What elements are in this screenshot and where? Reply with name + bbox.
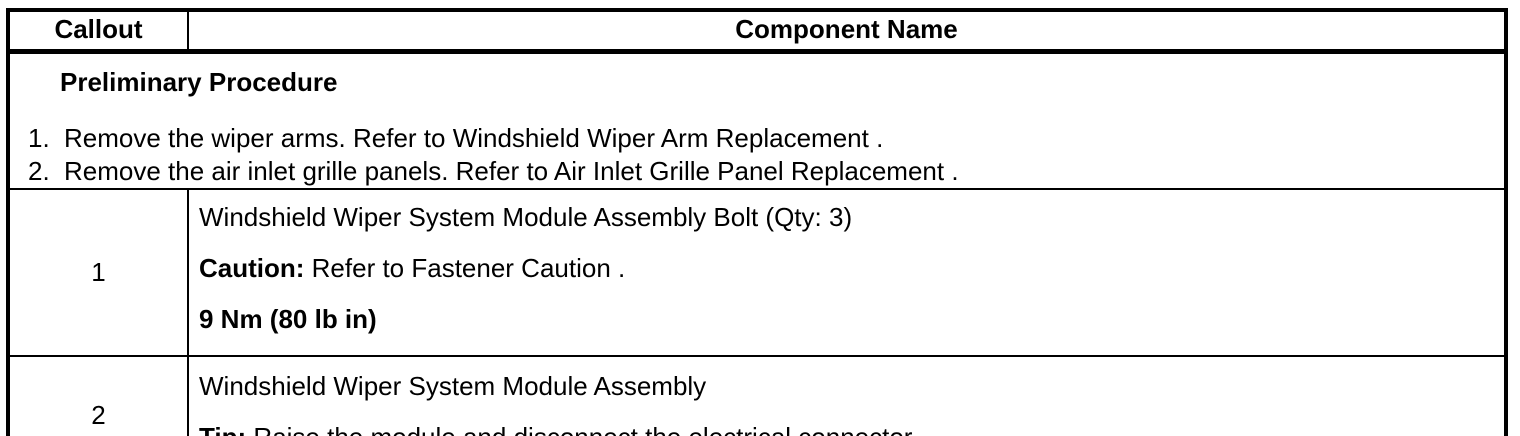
component-callout-table: Callout Component Name Preliminary Proce… bbox=[6, 8, 1508, 436]
torque-spec: 9 Nm (80 lb in) bbox=[199, 304, 377, 334]
tip-label: Tip: bbox=[199, 422, 246, 436]
step-text: Remove the air inlet grille panels. Refe… bbox=[64, 156, 959, 186]
callout-number: 1 bbox=[8, 189, 189, 357]
component-name: Windshield Wiper System Module Assembly bbox=[199, 371, 707, 401]
caution-label: Caution: bbox=[199, 253, 305, 283]
caution-text: Refer to Fastener Caution . bbox=[304, 253, 626, 283]
column-header-component-name: Component Name bbox=[188, 10, 1506, 54]
column-header-callout: Callout bbox=[8, 10, 189, 54]
component-name: Windshield Wiper System Module Assembly … bbox=[199, 202, 853, 232]
table-row-callout-1: 1 Windshield Wiper System Module Assembl… bbox=[8, 189, 1506, 357]
step-text: Remove the wiper arms. Refer to Windshie… bbox=[64, 123, 884, 153]
component-cell: Windshield Wiper System Module Assembly … bbox=[188, 189, 1506, 357]
tip-text: Raise the module and disconnect the elec… bbox=[246, 422, 918, 436]
caution-note: Caution: Refer to Fastener Caution . bbox=[199, 253, 1494, 283]
preliminary-step-2: 2. Remove the air inlet grille panels. R… bbox=[10, 155, 1504, 188]
preliminary-procedure-cell: Preliminary Procedure 1. Remove the wipe… bbox=[8, 51, 1506, 190]
component-cell: Windshield Wiper System Module Assembly … bbox=[188, 356, 1506, 436]
preliminary-step-1: 1. Remove the wiper arms. Refer to Winds… bbox=[10, 122, 1504, 155]
preliminary-procedure-row: Preliminary Procedure 1. Remove the wipe… bbox=[8, 51, 1506, 190]
callout-number: 2 bbox=[8, 356, 189, 436]
table-header-row: Callout Component Name bbox=[8, 10, 1506, 54]
tip-note: Tip: Raise the module and disconnect the… bbox=[199, 422, 1494, 436]
step-number: 1. bbox=[28, 123, 50, 153]
table-row-callout-2: 2 Windshield Wiper System Module Assembl… bbox=[8, 356, 1506, 436]
preliminary-procedure-title: Preliminary Procedure bbox=[60, 67, 338, 97]
step-number: 2. bbox=[28, 156, 50, 186]
